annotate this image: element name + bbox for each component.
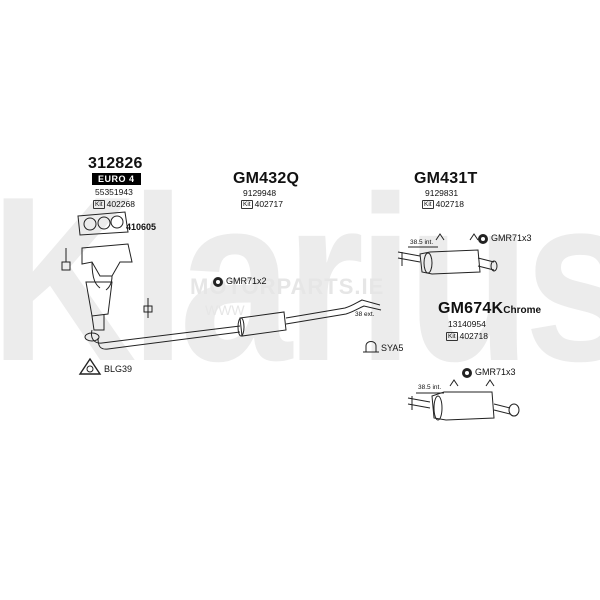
rear-silencer-b-kit: Kit 402718 (446, 331, 488, 341)
rear-silencer-b-part-number: GM674K (438, 300, 504, 317)
kit-icon: Kit (422, 199, 434, 209)
flange-drawing (78, 357, 102, 375)
watermark-site-sub: WWW (205, 302, 245, 318)
catalyst-kit: Kit 402268 (93, 199, 135, 209)
rubber-mount-icon (462, 367, 472, 378)
watermark-site: MOTORPARTS.IE (190, 274, 385, 299)
rear-silencer-a-oe-number: 9129831 (425, 188, 459, 198)
middle-silencer-part-number: GM432Q (233, 170, 300, 187)
rear-silencer-b-kit-number: 402718 (459, 331, 488, 341)
rear-silencer-b-finish: Chrome (503, 305, 542, 316)
rear-silencer-a-kit: Kit 402718 (422, 199, 464, 209)
kit-icon: Kit (241, 199, 253, 209)
gasket-drawing (77, 211, 129, 236)
middle-pipe-drawing (84, 298, 382, 350)
middle-mount-part-number: GMR71x2 (226, 276, 267, 286)
rear-silencer-b-oe-number: 13140954 (448, 319, 486, 329)
flange-part-number: BLG39 (104, 364, 133, 374)
clamp-drawing (363, 341, 379, 353)
catalyst-drawing (81, 243, 133, 331)
gasket-part-number: 410605 (126, 222, 157, 232)
catalyst-kit-number: 402268 (106, 199, 135, 209)
rear-silencer-a-part-number: GM431T (414, 170, 478, 187)
rear-mount-a: GMR71x3 (478, 233, 532, 244)
rear-silencer-b-heading: GM674K Chrome (438, 300, 541, 318)
middle-mount: GMR71x2 (213, 276, 267, 287)
lambda-sensor-drawing (61, 248, 71, 271)
catalyst-part-number: 312826 (88, 155, 143, 172)
rear-mount-b: GMR71x3 (462, 367, 516, 378)
rubber-mount-icon (478, 233, 488, 244)
pipe-end-note: 38 ext. (355, 311, 375, 318)
middle-silencer-oe-number: 9129948 (243, 188, 277, 198)
emission-badge: EURO 4 (92, 173, 141, 185)
rear-silencer-a-drawing (397, 233, 498, 275)
kit-icon: Kit (93, 199, 105, 209)
rear-silencer-a-kit-number: 402718 (435, 199, 464, 209)
catalyst-oe-number: 55351943 (95, 187, 133, 197)
kit-icon: Kit (446, 331, 458, 341)
rear-mount-a-part-number: GMR71x3 (491, 233, 532, 243)
middle-silencer-kit-number: 402717 (254, 199, 283, 209)
rear-silencer-b-drawing (407, 379, 520, 421)
rear-mount-b-part-number: GMR71x3 (475, 367, 516, 377)
clamp-part-number: SYA5 (381, 343, 404, 353)
rear-silencer-b-inlet-note: 38.5 int. (418, 384, 442, 391)
rear-silencer-a-inlet-note: 38.5 int. (410, 239, 434, 246)
rubber-mount-icon (213, 276, 223, 287)
middle-silencer-kit: Kit 402717 (241, 199, 283, 209)
